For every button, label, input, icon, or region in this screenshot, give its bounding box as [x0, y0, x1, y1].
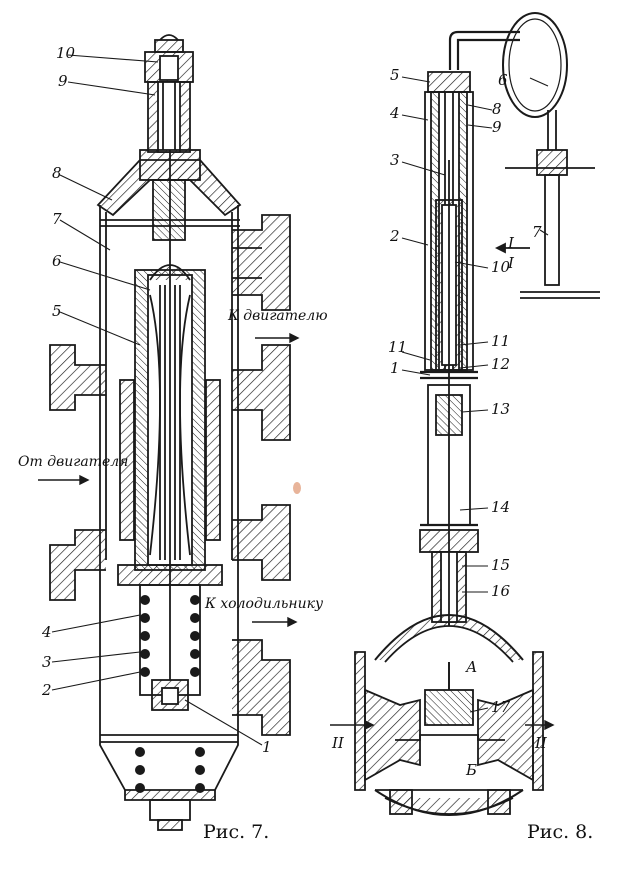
fig7-flow-labels: К двигателю От двигателя К холодильнику — [18, 308, 328, 612]
section-II-right: II — [534, 734, 548, 752]
label-to-engine: К двигателю — [227, 308, 328, 324]
fig8-label-6: 6 — [498, 71, 508, 89]
fig7-label-7: 7 — [52, 210, 62, 228]
fig7-label-5: 5 — [52, 302, 62, 320]
fig8-label-17: 17 — [491, 698, 511, 716]
section-II-left: II — [331, 734, 345, 752]
leader-lines-fig7 — [51, 54, 263, 746]
section-I-bottom: I — [507, 254, 515, 272]
fig8-label-5: 5 — [390, 66, 400, 84]
fig8-label-11-left: 11 — [388, 338, 407, 356]
guide-bush — [152, 179, 186, 241]
fig8-label-14: 14 — [491, 498, 510, 516]
leader-lines-fig8 — [401, 76, 549, 713]
fig8-chamber-labels: А Б — [465, 658, 477, 779]
fig8-label-10: 10 — [491, 258, 511, 276]
fig7-label-6: 6 — [52, 252, 62, 270]
fig7-label-1: 1 — [262, 738, 272, 756]
fig8-label-2: 2 — [389, 227, 400, 245]
chamber-B-label: Б — [465, 761, 477, 779]
fig8-label-8: 8 — [492, 100, 502, 118]
spring-coils-lower — [135, 747, 205, 793]
figure-7-caption: Рис. 7. — [203, 821, 269, 843]
capillary-coil — [502, 12, 568, 118]
fig8-label-15: 15 — [491, 556, 510, 574]
fig8-label-12: 12 — [491, 355, 510, 373]
valve-plug — [424, 689, 474, 726]
fig8-label-4: 4 — [389, 104, 400, 122]
flow-arrows-fig8 — [330, 719, 555, 731]
section-I-top: I — [507, 234, 515, 252]
fig7-label-10: 10 — [56, 44, 76, 62]
fig8-label-9: 9 — [492, 118, 502, 136]
fig7-label-9: 9 — [58, 72, 68, 90]
sensor-bulb — [544, 174, 560, 286]
cap-nut — [154, 39, 184, 53]
figure-7-drawing — [49, 34, 291, 831]
spring-coils-upper — [140, 595, 200, 677]
fig7-label-4: 4 — [41, 623, 52, 641]
fig7-part-labels: 10 9 8 7 6 5 4 3 2 1 — [41, 44, 272, 756]
fig7-label-8: 8 — [52, 164, 62, 182]
fig8-part-labels: 5 4 3 2 11 1 6 8 9 7 10 11 12 13 14 15 1… — [388, 66, 542, 716]
figure-8-drawing — [354, 12, 600, 816]
fig7-label-2: 2 — [41, 681, 52, 699]
fig7-label-3: 3 — [42, 653, 52, 671]
fig8-label-11: 11 — [491, 332, 510, 350]
paper-stain — [293, 482, 301, 494]
label-from-engine: От двигателя — [18, 454, 128, 470]
fig8-label-3: 3 — [390, 151, 400, 169]
figure-8-caption: Рис. 8. — [527, 821, 593, 843]
fig8-label-7: 7 — [532, 223, 542, 241]
fig8-section-labels: I I II II — [331, 234, 548, 752]
fig8-label-1: 1 — [390, 359, 400, 377]
chamber-A-label: А — [465, 658, 477, 676]
fig8-label-13: 13 — [491, 400, 510, 418]
fig8-label-16: 16 — [491, 582, 511, 600]
flow-arrows-fig7 — [38, 332, 300, 628]
label-to-cooler: К холодильнику — [204, 596, 324, 612]
